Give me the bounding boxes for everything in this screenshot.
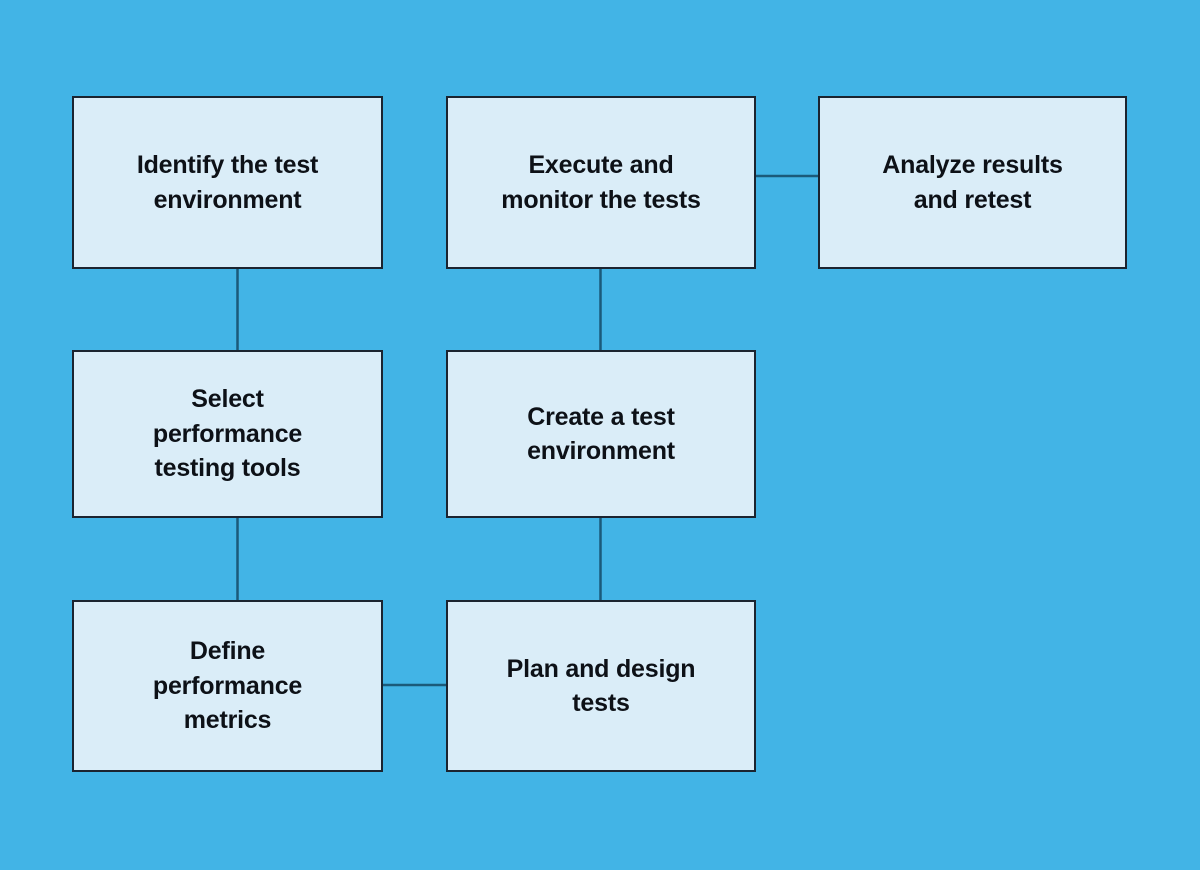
node-label: Analyze results and retest [882,151,1063,214]
node-label: Identify the test environment [136,151,319,214]
node-label: Define performance metrics [152,637,303,735]
node-create-test-environment[interactable]: Create a test environment [446,350,756,518]
node-plan-design-tests[interactable]: Plan and design tests [446,600,756,772]
node-execute-monitor-tests[interactable]: Execute and monitor the tests [446,96,756,269]
node-label: Plan and design tests [506,654,696,718]
node-label: Create a test environment [527,402,675,466]
node-label: Execute and monitor the tests [501,151,701,214]
node-select-performance-tools[interactable]: Select performance testing tools [72,350,383,518]
node-define-performance-metrics[interactable]: Define performance metrics [72,600,383,772]
node-label: Select performance testing tools [152,385,303,483]
node-analyze-results-retest[interactable]: Analyze results and retest [818,96,1127,269]
node-identify-test-environment[interactable]: Identify the test environment [72,96,383,269]
